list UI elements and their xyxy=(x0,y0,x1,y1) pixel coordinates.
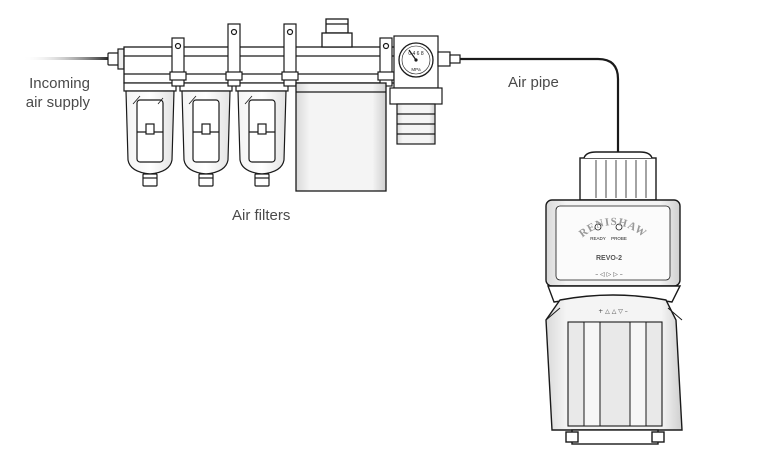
incoming-label-line2: air supply xyxy=(25,94,90,111)
air-filter-3 xyxy=(235,82,289,187)
model-label: REVO-2 xyxy=(596,255,622,262)
mounting-brackets xyxy=(169,23,395,87)
air-filters-label: Air filters xyxy=(232,207,291,224)
revo-2-probe-head xyxy=(545,151,683,445)
air-pipe xyxy=(460,57,620,160)
pressure-gauge: 0 4 6 8 MPa xyxy=(398,42,434,78)
incoming-air-line xyxy=(22,57,110,60)
led-label-ready: READY xyxy=(590,236,606,241)
air-pipe-label: Air pipe xyxy=(508,74,559,91)
gauge-scale: 0 4 6 8 xyxy=(408,51,424,57)
reservoir-unit xyxy=(295,18,387,192)
manifold-bar xyxy=(123,46,397,84)
outlet-fitting xyxy=(437,51,461,67)
led-label-probe: PROBE xyxy=(611,236,627,241)
gauge-unit: MPa xyxy=(411,67,421,72)
incoming-air-supply-label: Incoming air supply xyxy=(20,74,90,112)
axis-symbols-upper: – ◁ ▷ ▷ – xyxy=(595,271,622,278)
air-filter-2 xyxy=(179,82,233,187)
axis-symbols-lower: + △ △ ▽ – xyxy=(598,308,628,315)
inlet-fitting xyxy=(107,48,125,70)
air-filter-1 xyxy=(123,82,177,187)
incoming-label-line1: Incoming xyxy=(29,75,90,92)
